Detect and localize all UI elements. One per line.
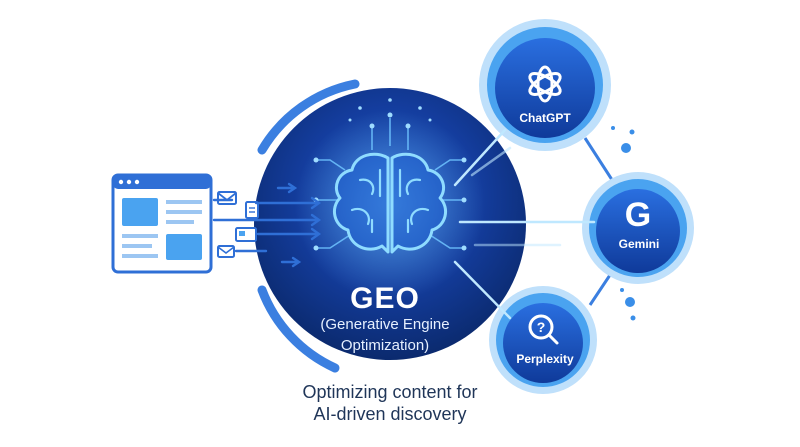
perplexity-bubble — [489, 286, 597, 394]
card-icon — [235, 227, 257, 242]
caption-line1: Optimizing content for — [302, 382, 478, 402]
document-icon — [245, 201, 259, 219]
chatgpt-bubble — [479, 19, 611, 151]
geo-subtitle-line1: (Generative Engine — [320, 316, 450, 333]
svg-text:G: G — [625, 196, 651, 234]
chatgpt-label: ChatGPT — [519, 111, 571, 125]
geo-main-circle — [254, 79, 526, 373]
brain-icon — [332, 152, 448, 254]
svg-text:?: ? — [537, 319, 546, 335]
g-letter-icon: G — [625, 196, 651, 234]
email-icon-2 — [217, 245, 235, 258]
openai-logo-icon — [528, 65, 562, 103]
caption-line2: AI-driven discovery — [313, 404, 467, 424]
browser-window-icon — [111, 173, 213, 274]
decorative-dots — [611, 126, 636, 321]
geo-title: GEO — [350, 282, 420, 315]
magnifier-question-icon: ? — [528, 314, 559, 345]
gemini-label: Gemini — [618, 237, 660, 251]
circuit-traces — [318, 118, 462, 249]
gemini-bubble — [582, 172, 694, 284]
input-arrows — [212, 182, 322, 268]
perplexity-label: Perplexity — [516, 352, 574, 366]
connection-beams — [453, 128, 596, 320]
service-connector-lines — [583, 137, 618, 306]
geo-subtitle-line2: Optimization) — [340, 337, 430, 354]
email-icon — [217, 191, 237, 205]
